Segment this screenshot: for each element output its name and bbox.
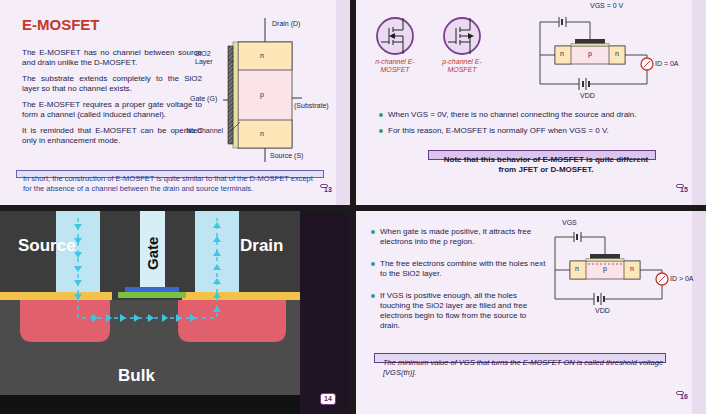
flow-arrowhead: [92, 314, 98, 322]
flow-arrowhead: [213, 264, 221, 270]
paragraph-text: The E-MOSFET has no channel between sour…: [22, 48, 202, 68]
slide-panel: When gate is made positive, it attracts …: [356, 211, 706, 414]
paragraph-text: The substrate extends completely to the …: [22, 74, 202, 94]
current-label: ID = 0A: [655, 60, 679, 68]
box-text: 15: [680, 186, 688, 194]
label-text: Gate (G): [190, 95, 217, 103]
page-number-box: 14: [320, 393, 336, 405]
region-label: p: [603, 265, 607, 273]
bullet-text: When gate is made positive, it attracts …: [380, 227, 548, 247]
page-number-box: 16: [676, 391, 684, 395]
box-text: In short, the construction of E-MOSFET i…: [23, 174, 323, 194]
flow-arrowhead: [74, 266, 82, 272]
bullet-text: If VGS is positive enough, all the holes…: [380, 291, 548, 331]
flow-arrowhead: [190, 314, 196, 322]
region-label: p: [588, 50, 592, 58]
paragraph-text: It is reminded that E-MOSFET can be oper…: [22, 126, 202, 146]
terminal-label: Source: [18, 236, 76, 256]
label-text: Drain (D): [272, 20, 300, 28]
terminal-label: Bulk: [118, 366, 155, 386]
bullet-dot: [379, 113, 383, 117]
region-label: n: [260, 130, 264, 138]
flow-arrowhead: [120, 314, 126, 322]
flow-arrowhead: [74, 224, 82, 230]
bullet-text: When VGS = 0V, there is no channel conne…: [388, 110, 678, 120]
label-text: Source (S): [270, 152, 303, 160]
definition-box: The minimum value of VGS that turns the …: [374, 353, 666, 363]
flow-arrowhead: [213, 292, 221, 298]
note-box: Note that this behavior of E-MOSFET is q…: [428, 150, 656, 160]
bullet-dot: [371, 230, 375, 234]
current-label: ID > 0A: [670, 275, 694, 283]
summary-box: In short, the construction of E-MOSFET i…: [16, 170, 324, 178]
flow-arrowhead: [74, 294, 82, 300]
box-text: 13: [324, 186, 332, 194]
flow-arrowhead: [213, 278, 221, 284]
voltage-label: VDD: [595, 307, 610, 315]
region-label: n: [560, 50, 564, 58]
region-label: p: [260, 91, 264, 99]
flow-arrowhead: [134, 314, 140, 322]
box-text: 16: [680, 393, 688, 401]
voltage-label: VDD: [580, 92, 595, 100]
label-text: No Channel: [186, 127, 223, 135]
box-text: 14: [324, 395, 332, 403]
bullet-dot: [379, 129, 383, 133]
flow-arrowhead: [74, 280, 82, 286]
page-number-box: 13: [320, 184, 328, 188]
bullet-text: For this reason, E-MOSFET is normally OF…: [388, 126, 678, 136]
flow-arrowhead: [213, 250, 221, 256]
slide-title: E-MOSFET: [22, 16, 222, 34]
region-label: n: [615, 50, 619, 58]
flow-arrowhead: [106, 314, 112, 322]
region-label: n: [260, 52, 264, 60]
region-label: n: [630, 265, 634, 273]
bullet-dot: [371, 294, 375, 298]
bullet-dot: [371, 262, 375, 266]
page-number-box: 15: [676, 184, 684, 188]
paragraph-text: The E-MOSFET requires a proper gate volt…: [22, 100, 202, 120]
flow-arrowhead: [213, 236, 221, 242]
slide-panel: When VGS = 0V, there is no channel conne…: [356, 0, 706, 205]
region-label: n: [575, 265, 579, 273]
terminal-label: Gate: [144, 237, 161, 270]
label-text: (Substrate): [294, 102, 329, 110]
flow-arrowhead: [213, 222, 221, 228]
flow-arrowhead: [162, 314, 168, 322]
box-text: The minimum value of VGS that turns the …: [383, 358, 665, 378]
bullet-text: The free electrons combine with the hole…: [380, 259, 548, 279]
voltage-label: VGS: [562, 219, 577, 227]
flow-arrowhead: [213, 306, 221, 312]
flow-arrowhead: [148, 314, 154, 322]
terminal-label: Drain: [240, 236, 283, 256]
caption-text: p-channel E-MOSFET: [437, 58, 487, 74]
voltage-label: VGS = 0 V: [590, 2, 623, 10]
caption-text: n-channel E-MOSFET: [370, 58, 420, 74]
box-text: Note that this behavior of E-MOSFET is q…: [437, 155, 655, 176]
label-text: SiO2 Layer: [195, 50, 229, 66]
flow-arrowhead: [176, 314, 182, 322]
